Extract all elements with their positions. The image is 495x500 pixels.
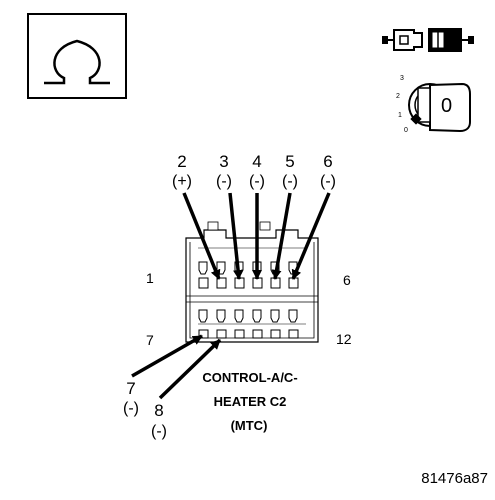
terminal-pin-9 (234, 309, 245, 339)
key-position-0: 0 (404, 127, 408, 134)
ignition-key-icon: 3 2 1 0 0 (396, 75, 471, 134)
arrow-pin-7 (131, 334, 203, 378)
terminal-row-bottom (198, 309, 299, 339)
key-position-2: 2 (396, 93, 400, 100)
row-label-top-left: 1 (146, 270, 154, 286)
key-current-position: 0 (441, 95, 452, 117)
pin-2-polarity: (+) (172, 173, 192, 190)
figure-id: 81476a87 (421, 470, 488, 487)
arrow-pin-6 (291, 192, 331, 280)
terminal-pin-8 (216, 309, 227, 339)
terminal-pin-11 (270, 309, 281, 339)
pin-6-polarity: (-) (320, 173, 336, 190)
top-pin-labels: 2 (+) 3 (-) 4 (-) 5 (-) 6 (-) (172, 152, 336, 190)
connector-plug-icon (382, 28, 474, 52)
connector-name-line-3: (MTC) (231, 418, 268, 433)
pin-2-number: 2 (177, 152, 186, 171)
ohmmeter-icon (27, 13, 127, 99)
pin-5-number: 5 (285, 152, 294, 171)
connector-name-line-2: HEATER C2 (214, 394, 287, 409)
row-label-top-right: 6 (343, 272, 351, 288)
pin-7-polarity: (-) (123, 400, 139, 417)
pin-3-polarity: (-) (216, 173, 232, 190)
pin-8-number: 8 (154, 401, 163, 420)
terminal-pin-7 (198, 309, 209, 339)
key-position-1: 1 (398, 112, 402, 119)
pin-4-polarity: (-) (249, 173, 265, 190)
terminal-pin-10 (252, 309, 263, 339)
pin-3-number: 3 (219, 152, 228, 171)
arrow-pin-3 (228, 192, 244, 280)
pin-8-polarity: (-) (151, 423, 167, 440)
pin-6-number: 6 (323, 152, 332, 171)
connector-name: CONTROL-A/C- HEATER C2 (MTC) (202, 370, 297, 433)
row-label-bottom-left: 7 (146, 332, 154, 348)
arrow-pin-8 (158, 338, 222, 400)
pin-4-number: 4 (252, 152, 261, 171)
pin-5-polarity: (-) (282, 173, 298, 190)
key-position-3: 3 (400, 75, 404, 82)
row-label-bottom-right: 12 (336, 331, 352, 347)
arrow-pin-5 (271, 192, 292, 280)
terminal-pin-1 (198, 261, 209, 289)
probe-arrows-top (182, 192, 331, 280)
probe-arrows-bottom (131, 334, 222, 400)
connector-name-line-1: CONTROL-A/C- (202, 370, 297, 385)
pin-7-number: 7 (126, 379, 135, 398)
arrow-pin-2 (182, 192, 221, 280)
terminal-pin-12 (288, 309, 299, 339)
